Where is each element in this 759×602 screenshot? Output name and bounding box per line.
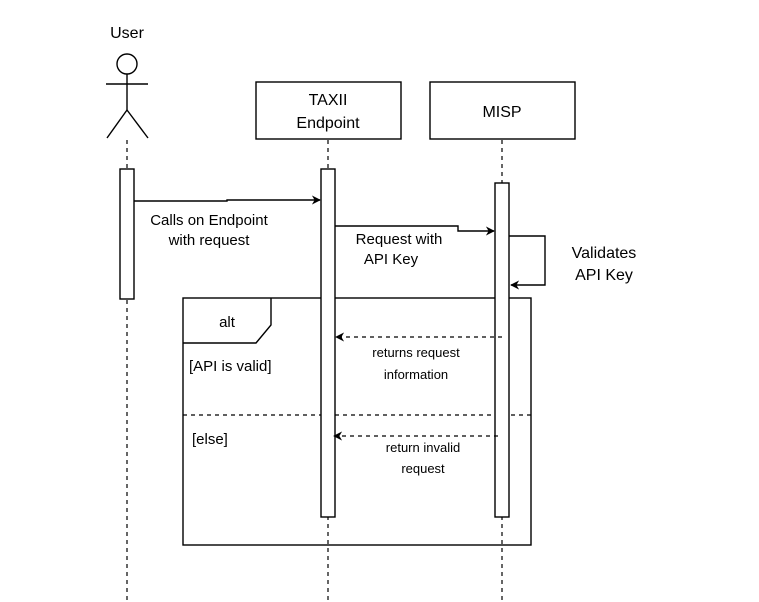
actor-left-leg [106, 109, 128, 139]
actor-right-leg [126, 109, 149, 139]
invalid-line1: return invalid [386, 440, 460, 455]
taxii-label-line1: TAXII [309, 92, 348, 109]
alt-operator-label: alt [219, 314, 236, 331]
guard-else: [else] [192, 431, 228, 448]
actor-head [116, 53, 138, 75]
invalid-line2: request [401, 461, 445, 476]
misp-label: MISP [482, 104, 521, 121]
alt-operator-tab [183, 298, 272, 344]
guard-api-valid: [API is valid] [189, 358, 272, 375]
misp-activation [494, 182, 510, 518]
request-line1: Request with [356, 231, 443, 248]
return-invalid-request: return invalid request [333, 431, 498, 476]
validates-line2: API Key [575, 267, 633, 284]
return-request-information: returns request information [335, 332, 502, 382]
user-label: User [110, 25, 144, 42]
returns-line2: information [384, 367, 448, 382]
validates-line1: Validates [572, 245, 637, 262]
taxii-activation [320, 168, 336, 518]
message-validates-api-key: Validates API Key [509, 235, 637, 290]
taxii-endpoint-participant: TAXII Endpoint [255, 81, 402, 140]
returns-line1: returns request [372, 345, 460, 360]
request-line2: API Key [364, 251, 419, 268]
calls-endpoint-line1: Calls on Endpoint [150, 212, 268, 229]
misp-participant: MISP [429, 81, 576, 140]
message-request-with-api-key: Request with API Key [335, 225, 495, 268]
alt-fragment: alt [API is valid] [else] [182, 297, 532, 546]
taxii-label-line2: Endpoint [296, 115, 360, 132]
calls-endpoint-line2: with request [168, 232, 251, 249]
message-calls-endpoint: Calls on Endpoint with request [134, 195, 321, 249]
user-actor: User [106, 25, 149, 139]
user-activation [119, 168, 135, 300]
